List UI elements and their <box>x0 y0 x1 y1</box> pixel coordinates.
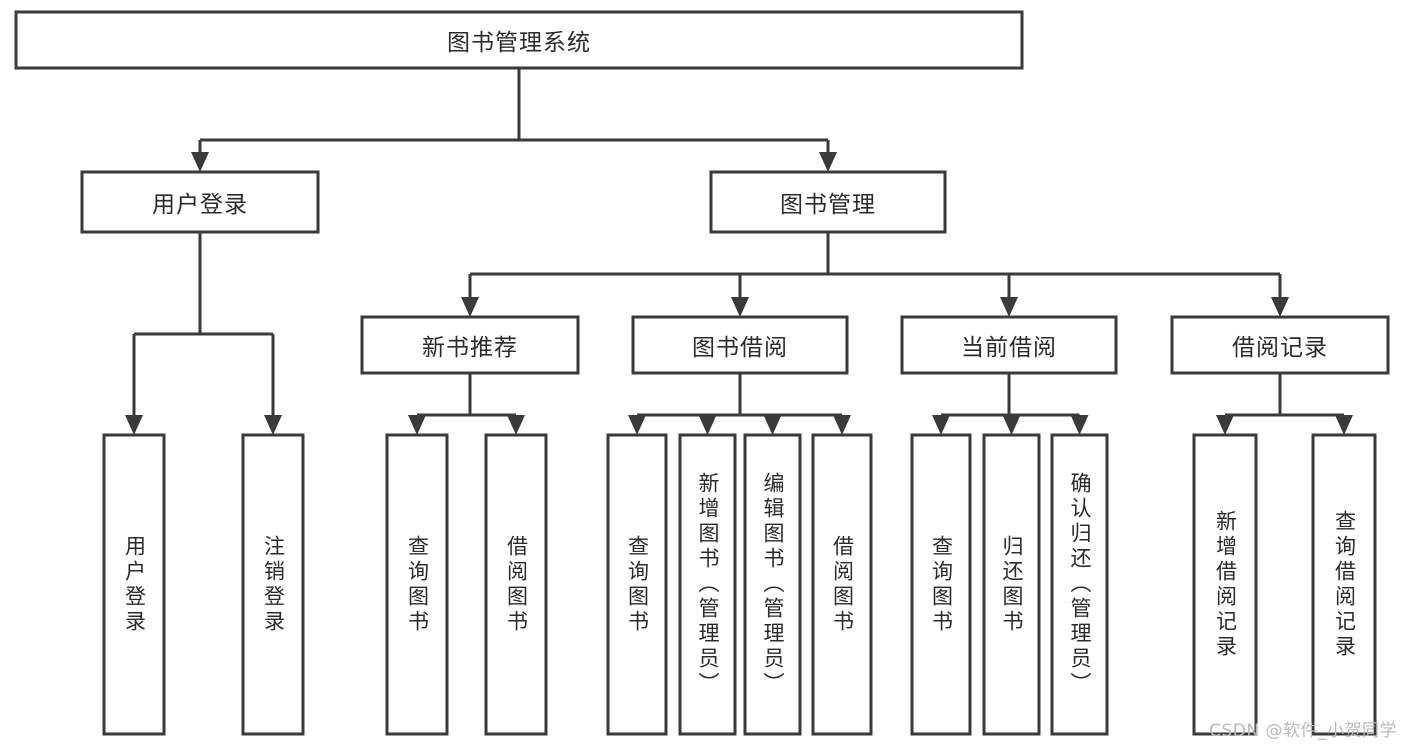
leaf-box-注销登录[interactable] <box>241 433 305 736</box>
arrow-head-icon <box>698 415 717 435</box>
level3-box-借阅记录[interactable] <box>1170 315 1390 375</box>
leaf-box-查询图书[interactable] <box>385 433 449 736</box>
level2-box-用户登录[interactable] <box>80 170 320 234</box>
arrow-head-icon <box>408 415 426 435</box>
arrow-head-icon <box>932 415 950 435</box>
arrow-head-icon <box>1271 297 1289 317</box>
arrow-head-icon <box>1070 415 1089 435</box>
leaf-box-借阅图书[interactable] <box>484 433 548 736</box>
leaf-box-查询图书[interactable] <box>910 433 972 736</box>
leaf-box-借阅图书[interactable] <box>811 433 873 736</box>
arrow-head-icon <box>833 415 851 435</box>
arrow-head-icon <box>819 152 837 172</box>
level3-box-当前借阅[interactable] <box>900 315 1118 375</box>
arrow-head-icon <box>1000 297 1018 317</box>
leaf-box-用户登录[interactable] <box>102 433 166 736</box>
arrow-head-icon <box>628 415 646 435</box>
leaf-box-新增图书管理员[interactable] <box>678 433 737 736</box>
arrow-head-icon <box>191 152 209 172</box>
level3-box-新书推荐[interactable] <box>360 315 580 375</box>
arrow-head-icon <box>461 297 479 317</box>
arrow-head-icon <box>1335 415 1353 435</box>
leaf-box-编辑图书管理员[interactable] <box>743 433 802 736</box>
level3-box-图书借阅[interactable] <box>631 315 849 375</box>
leaf-box-确认归还管理员[interactable] <box>1050 433 1109 736</box>
arrow-head-icon <box>731 297 749 317</box>
connector-lines <box>125 68 1353 435</box>
leaf-box-查询借阅记录[interactable] <box>1311 433 1377 736</box>
arrow-head-icon <box>264 415 282 435</box>
level2-box-图书管理[interactable] <box>709 170 947 234</box>
root-box-图书管理系统[interactable] <box>14 10 1024 70</box>
leaf-box-新增借阅记录[interactable] <box>1192 433 1258 736</box>
leaf-box-查询图书[interactable] <box>606 433 668 736</box>
arrow-head-icon <box>125 415 143 435</box>
arrow-head-icon <box>507 415 525 435</box>
node-boxes <box>14 10 1390 736</box>
arrow-head-icon <box>763 415 782 435</box>
arrow-head-icon <box>1216 415 1234 435</box>
leaf-box-归还图书[interactable] <box>982 433 1041 736</box>
arrow-head-icon <box>1002 415 1021 435</box>
